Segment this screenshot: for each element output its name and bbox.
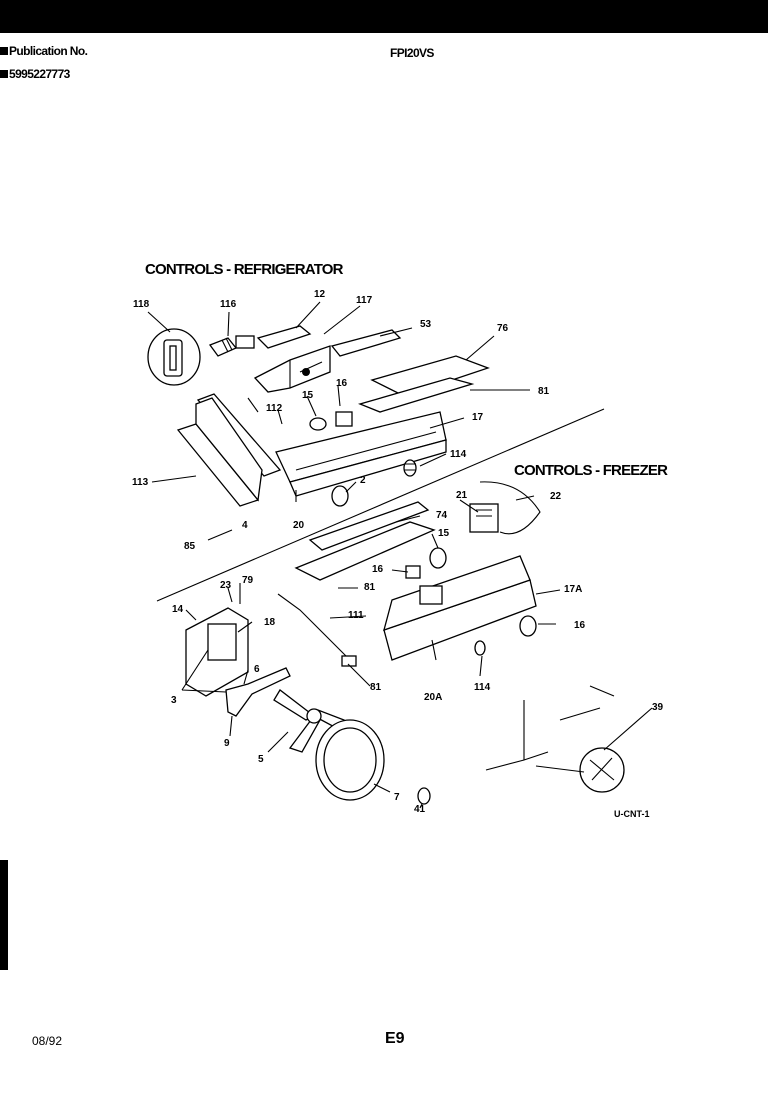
callout-2: 2 — [360, 475, 366, 486]
callout-4: 4 — [242, 520, 248, 531]
callout-41: 41 — [414, 804, 426, 815]
callout-81-upper: 81 — [538, 386, 550, 397]
callout-5: 5 — [258, 754, 264, 765]
callout-18: 18 — [264, 617, 276, 628]
cover-part — [358, 377, 475, 413]
control-knob-part — [331, 485, 349, 507]
callout-79: 79 — [242, 575, 254, 586]
callout-116: 116 — [220, 299, 237, 310]
light-socket-part — [208, 335, 255, 357]
callout-39: 39 — [652, 702, 664, 713]
screw-part-upper — [403, 459, 417, 477]
publication-number: 5995227773 — [0, 67, 70, 81]
callout-113: 113 — [132, 477, 149, 488]
callout-16-upper: 16 — [336, 378, 348, 389]
switch-part — [256, 325, 312, 349]
callout-6: 6 — [254, 664, 260, 675]
screw-part-lower — [474, 640, 486, 656]
harness-connector-part — [341, 655, 357, 667]
callout-111: 111 — [348, 610, 364, 621]
thermostat-part — [309, 411, 353, 431]
callouts: 118 116 12 117 53 76 81 16 15 112 17 114… — [132, 289, 664, 819]
callout-3: 3 — [171, 695, 177, 706]
bracket-part — [330, 329, 402, 357]
callout-14: 14 — [172, 604, 184, 615]
left-edge-mark — [0, 860, 8, 970]
detail-inset — [485, 685, 625, 793]
callout-21: 21 — [456, 490, 468, 501]
freezer-cover-part — [294, 521, 436, 581]
callout-17A: 17A — [564, 584, 582, 595]
screw-part-41 — [417, 787, 431, 805]
callout-112: 112 — [266, 403, 283, 414]
capillary-tube-part — [479, 481, 541, 535]
freezer-thermostat-part — [469, 503, 499, 533]
freezer-control-panel — [383, 555, 537, 661]
callout-7: 7 — [394, 792, 400, 803]
fan-motor-part — [315, 719, 385, 801]
page-number: E9 — [385, 1030, 405, 1047]
callout-81-lower: 81 — [370, 682, 382, 693]
callout-81-middle: 81 — [364, 582, 376, 593]
motor-mount-part — [225, 667, 291, 717]
callout-9: 9 — [224, 738, 230, 749]
callout-114-upper: 114 — [450, 449, 467, 460]
callout-20A: 20A — [424, 692, 442, 703]
light-lens-part — [147, 328, 201, 386]
callout-76: 76 — [497, 323, 509, 334]
trim-part — [176, 397, 263, 507]
callout-22: 22 — [550, 491, 562, 502]
callout-20: 20 — [293, 520, 305, 531]
callout-15-upper: 15 — [302, 390, 314, 401]
callout-74: 74 — [436, 510, 448, 521]
model-number: FPI20VS — [390, 46, 434, 60]
callout-23: 23 — [220, 580, 232, 591]
leader-lines — [147, 301, 653, 809]
callout-114-lower: 114 — [474, 682, 491, 693]
callout-15-lower: 15 — [438, 528, 450, 539]
callout-117: 117 — [356, 295, 373, 306]
callout-17: 17 — [472, 412, 484, 423]
publication-label: Publication No. — [0, 44, 88, 58]
refrigerator-controls-title: CONTROLS - REFRIGERATOR — [145, 261, 344, 278]
fan-bracket-part — [185, 607, 249, 697]
detail-code: U-CNT-1 — [614, 809, 650, 819]
wire-harness-part — [277, 593, 351, 661]
freezer-knob-part — [519, 615, 537, 637]
freezer-socket-part — [405, 565, 421, 579]
callout-12: 12 — [314, 289, 326, 300]
callout-118: 118 — [133, 299, 150, 310]
control-shield-part — [370, 355, 490, 397]
callout-53: 53 — [420, 319, 432, 330]
section-divider — [156, 408, 605, 602]
refrigerator-control-panel — [275, 411, 447, 497]
callout-16-right: 16 — [574, 620, 586, 631]
control-housing-part — [253, 345, 331, 393]
callout-16-lower: 16 — [372, 564, 384, 575]
footer-date: 08/92 — [32, 1034, 63, 1048]
freezer-controls-title: CONTROLS - FREEZER — [514, 462, 668, 479]
freezer-bracket-part — [308, 501, 430, 551]
top-black-bar — [0, 0, 768, 33]
freezer-bulb-part — [429, 547, 447, 569]
callout-85: 85 — [184, 541, 196, 552]
